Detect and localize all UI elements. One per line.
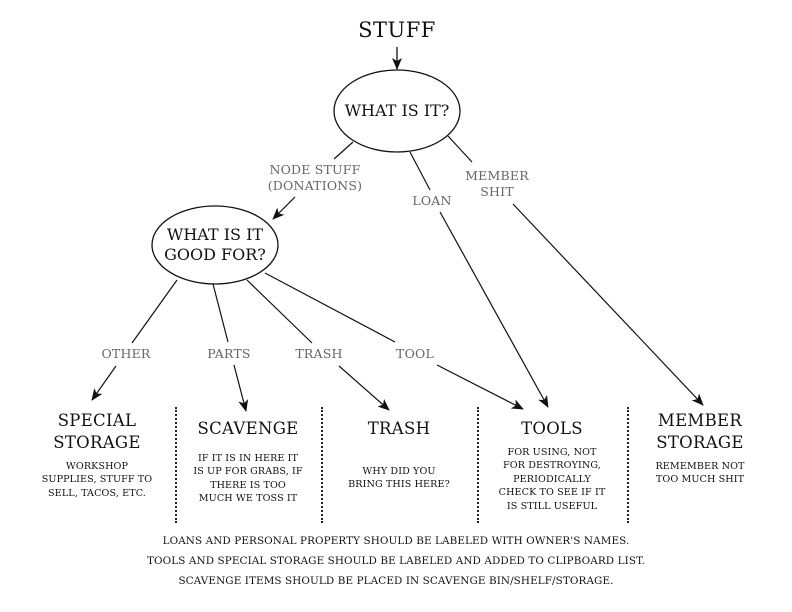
edge-label-node-stuff-line-2: (DONATIONS) [267, 178, 363, 193]
line-what-is-it-to-node-stuff [333, 141, 354, 160]
category-title-line: SCAVENGE [197, 419, 299, 438]
node-good-for-line-1: WHAT IS IT [166, 225, 264, 244]
arrow-member-shit-to-member-storage [512, 203, 704, 406]
category-desc-line: IS UP FOR GRABS, IF [193, 466, 303, 478]
edge-label-parts: PARTS [207, 346, 251, 361]
node-what-is-it-shape [333, 69, 461, 153]
category-desc-line: THERE IS TOO [210, 479, 286, 491]
node-what-is-it: WHAT IS IT? [344, 101, 450, 120]
category-desc-line: BRING THIS HERE? [348, 479, 450, 491]
root-title: STUFF [358, 18, 436, 42]
arrow-trash-to-trash [338, 365, 390, 411]
category-title-line: TOOLS [521, 419, 583, 438]
line-good-for-to-other [131, 279, 178, 344]
category-title-line: TRASH [367, 419, 431, 438]
category-desc-line: IF IT IS IN HERE IT [197, 453, 299, 464]
line-good-for-to-parts [212, 283, 229, 343]
category-desc-line: MUCH WE TOSS IT [198, 493, 298, 505]
node-good-for-line-2: GOOD FOR? [164, 245, 266, 264]
edge-label-node-stuff-line-1: NODE STUFF [269, 162, 361, 177]
category-title: TOOLS [484, 418, 620, 440]
category-desc-line: FOR DESTROYING, [503, 460, 601, 472]
node-good-for-shape [151, 205, 279, 285]
category-description: REMEMBER NOT TOO MUCH SHIT [640, 460, 760, 487]
category-title: SPECIAL STORAGE [38, 410, 156, 454]
category-desc-line: PERIODICALLY [513, 473, 591, 485]
edge-label-member-shit-line-1: MEMBER [465, 168, 529, 183]
line-good-for-to-trash [246, 279, 313, 344]
category-member-storage: MEMBER STORAGE REMEMBER NOT TOO MUCH SHI… [640, 410, 760, 487]
arrow-node-stuff-to-good-for [272, 196, 296, 220]
category-title-line: STORAGE [656, 433, 744, 452]
category-description: IF IT IS IN HERE IT IS UP FOR GRABS, IF … [184, 452, 312, 506]
edge-label-member-shit: MEMBER SHIT [455, 168, 539, 200]
line-good-for-to-tool [264, 272, 396, 343]
arrow-loan-to-tools [439, 211, 549, 408]
footer-note: SCAVENGE ITEMS SHOULD BE PLACED IN SCAVE… [178, 575, 614, 587]
category-description: FOR USING, NOT FOR DESTROYING, PERIODICA… [484, 446, 620, 513]
category-desc-line: WHY DID YOU [362, 466, 436, 477]
category-desc-line: SUPPLIES, STUFF TO [41, 474, 153, 486]
edge-label-node-stuff: NODE STUFF (DONATIONS) [255, 162, 375, 194]
category-title: SCAVENGE [184, 418, 312, 440]
category-description: WHY DID YOU BRING THIS HERE? [336, 465, 462, 492]
category-desc-line: IS STILL USEFUL [506, 500, 598, 512]
category-desc-line: FOR USING, NOT [507, 447, 597, 458]
arrow-other-to-special-storage [91, 365, 117, 401]
arrow-tool-to-tools [436, 364, 524, 410]
footer-note: TOOLS AND SPECIAL STORAGE SHOULD BE LABE… [147, 555, 645, 567]
category-desc-line: REMEMBER NOT [655, 461, 745, 472]
category-tools: TOOLS FOR USING, NOT FOR DESTROYING, PER… [484, 418, 620, 513]
category-desc-line: SELL, TACOS, ETC. [48, 487, 146, 499]
edge-label-trash: TRASH [295, 346, 343, 361]
column-separator-3 [477, 407, 479, 523]
category-title-line: SPECIAL [57, 411, 137, 430]
edge-label-tool: TOOL [396, 346, 434, 361]
category-title: MEMBER STORAGE [640, 410, 760, 454]
category-desc-line: CHECK TO SEE IF IT [498, 487, 606, 499]
category-scavenge: SCAVENGE IF IT IS IN HERE IT IS UP FOR G… [184, 418, 312, 506]
category-desc-line: TOO MUCH SHIT [655, 474, 745, 486]
edge-label-member-shit-line-2: SHIT [480, 184, 514, 199]
footer-note: LOANS AND PERSONAL PROPERTY SHOULD BE LA… [162, 535, 630, 547]
column-separator-1 [175, 407, 177, 523]
category-title: TRASH [336, 418, 462, 440]
edge-label-other: OTHER [101, 346, 151, 361]
footer-notes: LOANS AND PERSONAL PROPERTY SHOULD BE LA… [0, 531, 792, 591]
edge-label-loan: LOAN [412, 193, 452, 208]
column-separator-2 [321, 407, 323, 523]
category-description: WORKSHOP SUPPLIES, STUFF TO SELL, TACOS,… [38, 460, 156, 500]
column-separator-4 [627, 407, 629, 523]
category-trash: TRASH WHY DID YOU BRING THIS HERE? [336, 418, 462, 492]
category-special-storage: SPECIAL STORAGE WORKSHOP SUPPLIES, STUFF… [38, 410, 156, 500]
line-what-is-it-to-member-shit [447, 135, 473, 163]
category-desc-line: WORKSHOP [65, 461, 129, 472]
category-title-line: MEMBER [657, 411, 743, 430]
category-title-line: STORAGE [53, 433, 141, 452]
node-good-for: WHAT IS IT GOOD FOR? [152, 225, 278, 265]
arrow-parts-to-scavenge [233, 364, 249, 412]
line-what-is-it-to-loan [409, 151, 431, 191]
